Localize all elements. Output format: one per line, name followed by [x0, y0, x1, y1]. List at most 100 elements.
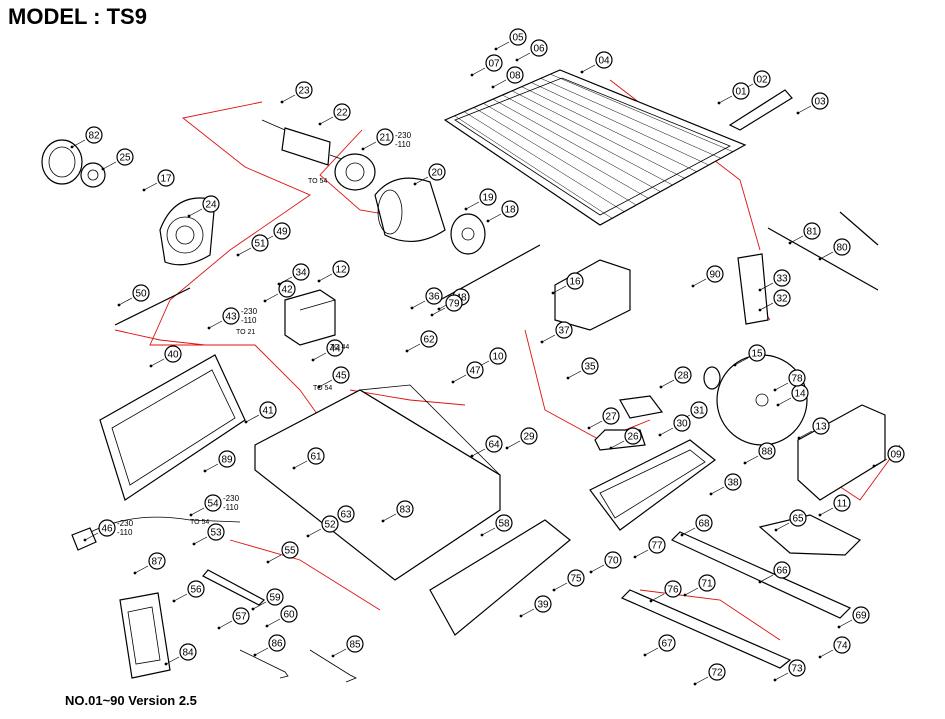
riving-knife: [737, 253, 769, 325]
armature: [261, 119, 351, 166]
callout-number: 27: [605, 412, 617, 423]
leader-dot-39: [519, 614, 523, 618]
callout-number: 31: [693, 406, 705, 417]
table-rib: [531, 82, 709, 166]
leader-84: [165, 656, 180, 665]
leader-15: [734, 357, 749, 366]
leader-35: [567, 370, 582, 379]
callout-23: 23: [295, 81, 313, 99]
leader-dot-01: [717, 101, 721, 105]
callout-number: 65: [792, 514, 804, 525]
callout-number: 15: [751, 349, 763, 360]
leader-dot-53: [192, 542, 196, 546]
callout-number: 36: [428, 292, 440, 303]
leader-39: [520, 608, 535, 617]
callout-09: 09: [887, 445, 905, 463]
callout-49: 49: [273, 222, 291, 240]
callout-number: 55: [284, 546, 296, 557]
callout-79: 79: [445, 294, 463, 312]
callout-number: 86: [271, 639, 283, 650]
callout-63: 63: [337, 505, 355, 523]
callout-number: 26: [627, 432, 639, 443]
leader-37: [541, 334, 556, 343]
table-rib: [464, 111, 625, 212]
callout-number: 23: [298, 86, 310, 97]
leader-45: [318, 379, 333, 388]
leader-79: [431, 307, 446, 316]
leader-dot-28: [659, 385, 663, 389]
callout-number: 51: [254, 239, 266, 250]
callout-number: 20: [431, 168, 443, 179]
callout-59: 59: [266, 588, 284, 606]
callout-number: 13: [815, 422, 827, 433]
leader-dot-54: [189, 513, 193, 517]
callout-03: 03: [811, 92, 829, 110]
leader-dot-09: [872, 464, 876, 468]
connector-motor-path: [149, 101, 351, 461]
leader-67: [644, 647, 659, 656]
callout-number: 07: [488, 59, 500, 70]
leader-dot-41: [244, 420, 248, 424]
leader-80: [819, 251, 834, 260]
cooling-fan: [80, 162, 106, 188]
base-housing: [254, 384, 501, 581]
callout-number: 42: [281, 285, 293, 296]
leader-dot-04: [580, 70, 584, 74]
callout-number: 28: [677, 371, 689, 382]
callout-number: 30: [676, 419, 688, 430]
leader-03: [797, 105, 812, 114]
leader-dot-81: [788, 241, 792, 245]
voltage-note-21: -110: [395, 140, 411, 149]
wire-label-to44: TO 44: [330, 344, 349, 351]
table-rib: [550, 73, 734, 152]
callout-number: 89: [221, 455, 233, 466]
leader-dot-19: [464, 207, 468, 211]
callout-01: 01: [732, 82, 750, 100]
callout-number: 76: [667, 585, 679, 596]
callout-number: 11: [837, 499, 848, 510]
leader-dot-67: [643, 653, 647, 657]
leader-dot-77: [633, 555, 637, 559]
leader-dot-62: [405, 349, 409, 353]
leader-08: [492, 79, 507, 88]
callout-57: 57: [232, 607, 250, 625]
leader-dot-06: [515, 58, 519, 62]
wrench-85: [309, 649, 357, 683]
callout-number: 21: [379, 133, 391, 144]
callout-35: 35: [581, 357, 599, 375]
callout-88: 88: [758, 442, 776, 460]
callout-number: 48: [455, 293, 467, 304]
leader-dot-38: [709, 492, 713, 496]
side-plate: [429, 519, 571, 636]
callout-number: 18: [504, 205, 516, 216]
leader-09: [873, 458, 888, 467]
callout-number: 82: [88, 131, 100, 142]
callout-43: 43: [222, 307, 240, 325]
callout-number: 83: [399, 505, 411, 516]
callout-04: 04: [595, 51, 613, 69]
callout-number: 22: [336, 108, 348, 119]
leader-27: [588, 420, 603, 429]
callout-75: 75: [567, 569, 585, 587]
connector-base-path: [229, 539, 381, 611]
callout-number: 01: [735, 87, 747, 98]
leader-dot-07: [470, 73, 474, 77]
leader-87: [134, 565, 149, 574]
leader-44: [312, 352, 327, 361]
rip-fence: [670, 531, 852, 619]
leader-16: [552, 285, 567, 294]
callout-85: 85: [346, 635, 364, 653]
leader-dot-12: [317, 279, 321, 283]
callout-37: 37: [555, 321, 573, 339]
callout-47: 47: [466, 361, 484, 379]
callout-60: 60: [280, 605, 298, 623]
leader-40: [150, 358, 165, 367]
callout-13: 13: [812, 417, 830, 435]
callout-69: 69: [852, 606, 870, 624]
leader-86: [254, 647, 269, 656]
leader-29: [506, 440, 521, 449]
callout-number: 33: [776, 274, 788, 285]
callout-number: 16: [569, 277, 581, 288]
leader-dot-42: [263, 299, 267, 303]
leader-dot-40: [149, 364, 153, 368]
